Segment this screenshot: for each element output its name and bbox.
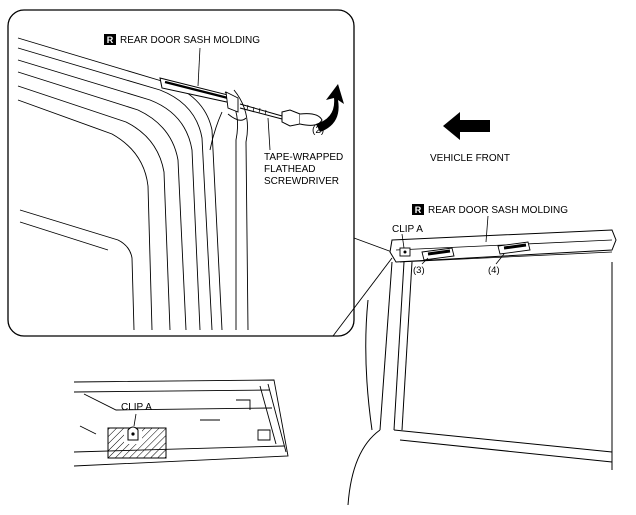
part-marker-badge <box>104 34 116 45</box>
clip-a-inset-label: CLIP A <box>121 402 152 413</box>
molding-label-top: R REAR DOOR SASH MOLDING <box>104 34 260 46</box>
clip-a-inset <box>73 379 289 467</box>
part-marker-text-right: R <box>415 205 422 215</box>
clip-3 <box>421 247 455 261</box>
sash-molding-detail <box>159 77 247 151</box>
part-marker-badge-right <box>412 204 424 215</box>
curved-arrow-icon <box>316 84 344 132</box>
part-marker-text: R <box>107 35 114 45</box>
tool-label-line3: SCREWDRIVER <box>264 176 339 187</box>
molding-leader <box>197 47 201 87</box>
clip-a-main <box>399 247 411 257</box>
tool-label: TAPE-WRAPPED FLATHEAD SCREWDRIVER <box>264 152 343 187</box>
molding-label-text: REAR DOOR SASH MOLDING <box>120 35 260 46</box>
tool-leader <box>267 117 271 151</box>
arrow-left-icon <box>443 112 490 140</box>
molding-label-right: R REAR DOOR SASH MOLDING <box>412 204 568 243</box>
clip-a-label-main: CLIP A <box>392 224 423 235</box>
detail-callout <box>7 9 393 337</box>
clip-a-leader <box>401 233 405 249</box>
screwdriver <box>239 103 323 127</box>
tool-label-line1: TAPE-WRAPPED <box>264 152 343 163</box>
step-4-label: (4) <box>488 265 500 276</box>
step-3-label: (3) <box>413 265 425 276</box>
step-2-label: (2) <box>312 125 324 136</box>
molding-label-right-text: REAR DOOR SASH MOLDING <box>428 205 568 216</box>
clip-4 <box>497 241 531 255</box>
door-main-view <box>347 229 617 506</box>
vehicle-front-label: VEHICLE FRONT <box>430 153 510 164</box>
tool-label-line2: FLATHEAD <box>264 164 316 175</box>
